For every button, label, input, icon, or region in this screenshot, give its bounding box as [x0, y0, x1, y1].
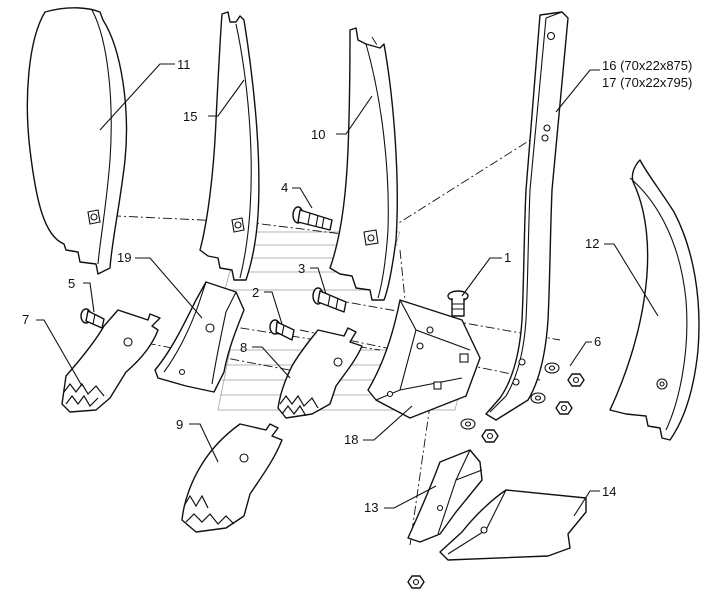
- callout-1: 1: [504, 250, 511, 265]
- part-12-side-shield: [609, 159, 700, 441]
- bolt-part-4: [292, 206, 333, 231]
- part-19-wing: [154, 281, 245, 393]
- part-15-curved-plate: [199, 11, 260, 281]
- callout-8: 8: [240, 340, 247, 355]
- callout-4: 4: [281, 180, 288, 195]
- callout-5: 5: [68, 276, 75, 291]
- callout-7: 7: [22, 312, 29, 327]
- part-11-shield: [26, 7, 128, 275]
- bolt-part-2: [269, 319, 295, 341]
- callout-18: 18: [344, 432, 358, 447]
- callout-17: 17 (70x22x795): [602, 75, 692, 90]
- part-14-plate: [439, 489, 587, 561]
- part-7-point: [61, 309, 161, 413]
- callout-2: 2: [252, 285, 259, 300]
- callout-9: 9: [176, 417, 183, 432]
- callout-14: 14: [602, 484, 616, 499]
- bolt-part-3: [312, 287, 347, 313]
- callout-3: 3: [298, 261, 305, 276]
- part-16-17-shank: [485, 11, 569, 421]
- part-8-point: [277, 327, 363, 419]
- callout-12: 12: [585, 236, 599, 251]
- part-13-bracket: [407, 449, 483, 543]
- callout-16: 16 (70x22x875): [602, 58, 692, 73]
- callout-11: 11: [177, 57, 191, 72]
- callout-15: 15: [183, 109, 197, 124]
- part-18-mounting-block: [367, 299, 481, 419]
- callout-6: 6: [594, 334, 601, 349]
- leader-lines: [36, 63, 659, 517]
- part-9-point: [181, 423, 283, 533]
- bolt-part-5: [80, 308, 105, 329]
- callout-13: 13: [364, 500, 378, 515]
- assembly-lines: [94, 36, 561, 546]
- part-10-curved-plate: [329, 27, 398, 301]
- callout-10: 10: [311, 127, 325, 142]
- nuts-washers-part-6: [407, 362, 585, 589]
- callout-labels: 11 15 10 4 16 (70x22x875) 17 (70x22x795)…: [22, 57, 692, 515]
- callout-19: 19: [117, 250, 131, 265]
- bolt-part-1: [447, 290, 469, 317]
